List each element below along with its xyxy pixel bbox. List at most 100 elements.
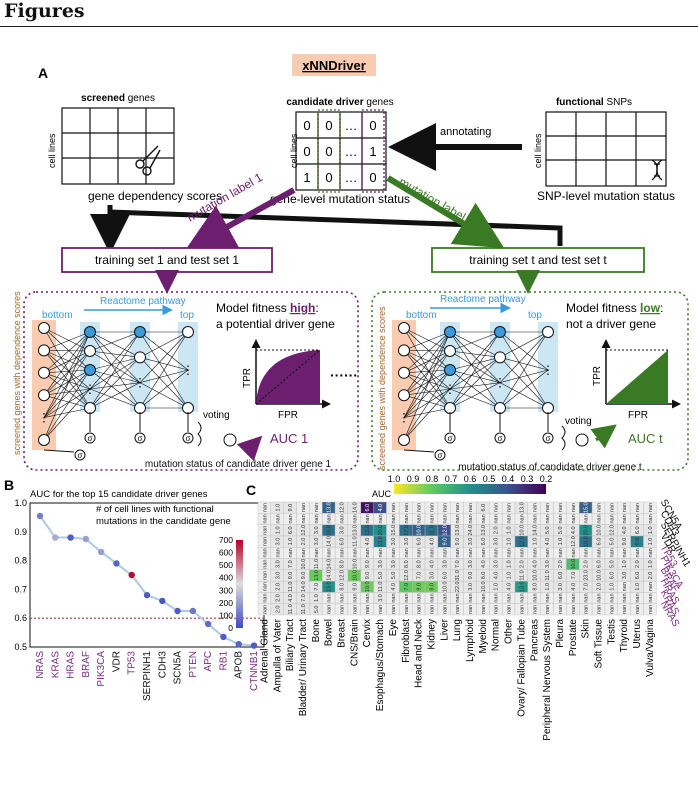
fitness-high-sub: a potential driver gene (216, 317, 335, 331)
panel-a: A xNNDriver screened genes cell lines ge… (12, 54, 689, 473)
heatmap-cell-value: nan (468, 605, 474, 614)
heatmap-cell-value: nan (648, 514, 654, 523)
chart-b-frame (29, 502, 265, 648)
network-edge (89, 382, 141, 390)
tissue-column-label: Fibroblast (401, 619, 412, 663)
colorbar-tick-label: 0 (228, 623, 233, 633)
heatmap-cell-value: nan (494, 503, 500, 512)
heatmap-cell-value: nan (597, 605, 603, 614)
network-edge (89, 369, 141, 409)
panel-a-letter: A (38, 65, 48, 81)
tissue-column-label: Ampulla of Vater (272, 618, 283, 692)
heatmap-cell-value: nan (532, 593, 538, 602)
heatmap-cell-value: 1.0 (648, 560, 654, 568)
model-1-box (23, 291, 359, 471)
heatmap-cell-value: nan (468, 514, 474, 523)
matrix-cell: 0 (303, 144, 310, 159)
heatmap-cell-value: nan (314, 548, 320, 557)
colorbar-tick-label: 700 (219, 535, 233, 545)
network-edge (43, 407, 91, 418)
network-edge (499, 382, 549, 409)
heatmap-cell-value: nan (571, 593, 577, 602)
sigma-node (182, 432, 194, 444)
heatmap-colorbar-tick: 0.6 (464, 474, 477, 484)
tissue-column-label: Normal (491, 619, 502, 651)
heatmap-cell-value: 4.0 (532, 560, 538, 568)
heatmap-cell-value: 1.0 (275, 504, 281, 512)
network-edge (449, 331, 501, 409)
heatmap-cell-value: nan (519, 593, 525, 602)
reactome-label-t: Reactome pathway (440, 294, 526, 305)
heatmap-cell-value: nan (532, 503, 538, 512)
heatmap-cell-value: 3.0 (378, 560, 384, 568)
heatmap-cell-value: 10.0 (571, 559, 577, 570)
network-edge (139, 369, 189, 409)
data-point (67, 534, 74, 541)
heatmap-cell-value: 5.0 (609, 538, 615, 546)
heatmap-cell-value: 14.0 (327, 559, 333, 570)
data-point (143, 591, 151, 599)
heatmap-cell-value: nan (378, 514, 384, 523)
heatmap-cell-value: 4.0 (571, 583, 577, 591)
roc-plot-t: TPR FPR (592, 339, 681, 421)
network-edge (499, 357, 549, 409)
network-edge (449, 357, 501, 371)
heatmap-cell-value: 3.0 (404, 538, 410, 546)
heatmap-cell-value: nan (532, 605, 538, 614)
heatmap-cell-value: nan (584, 514, 590, 523)
heatmap-cell-value: 9.0 (468, 572, 474, 580)
heatmap-cell-value: 1.0 (609, 583, 615, 591)
screened-genes-block: screened genes cell lines gene dependenc… (47, 93, 222, 203)
heatmap-cell-value: nan (455, 514, 461, 523)
input-output-edge (403, 449, 435, 453)
heatmap-cell-value: nan (648, 605, 654, 614)
heatmap-cell-value: 4.0 (622, 526, 628, 534)
pathway-layer-bg (130, 322, 150, 412)
heatmap-cell-value: 10.0 (365, 581, 371, 592)
tissue-column-label: Soft Tissue (594, 619, 605, 669)
network-edge (403, 369, 451, 374)
cell-lines-label-center: cell lines (289, 133, 299, 168)
network-edge (43, 350, 91, 371)
panel-c-letter: C (246, 482, 256, 498)
model-t-box (371, 291, 689, 471)
network-edge (403, 331, 451, 396)
network-edge (139, 369, 189, 383)
sigma-node (444, 432, 456, 444)
heatmap-cell-value: nan (622, 593, 628, 602)
heatmap-cell-value: 1.0 (288, 538, 294, 546)
heatmap-cell-value: nan (442, 548, 448, 557)
network-edge (139, 331, 189, 409)
heatmap-cell-value: nan (622, 582, 628, 591)
heatmap-cell-value: nan (635, 605, 641, 614)
top-label-1: top (180, 310, 194, 321)
heatmap-cell-value: nan (494, 605, 500, 614)
heatmap-cell-value: nan (609, 503, 615, 512)
data-point (113, 560, 120, 567)
heatmap-cell-value: nan (391, 593, 397, 602)
heatmap-cell-value: 7.0 (571, 572, 577, 580)
between-models-dots: ······ (330, 367, 358, 383)
heatmap-cell-value: 7.0 (584, 583, 590, 591)
network-edge (449, 331, 501, 383)
network-edge (403, 331, 451, 418)
heatmap-cell-value: nan (340, 605, 346, 614)
heatmap-cell-value: nan (365, 514, 371, 523)
heatmap-cell-value: nan (275, 548, 281, 557)
heatmap-cell-value: 1.0 (532, 538, 538, 546)
heatmap-cell-value: nan (507, 605, 513, 614)
network-edge (43, 388, 91, 396)
heatmap-cell-value: nan (288, 548, 294, 557)
network-edge (89, 350, 141, 358)
heatmap-cell-value: 13.0 (352, 525, 358, 536)
heatmap-cell-value: 3.0 (468, 583, 474, 591)
heatmap-cell-value: 2.0 (275, 583, 281, 591)
heatmap-cell-value: nan (635, 548, 641, 557)
y-tick-label: 0.5 (14, 642, 27, 652)
heatmap-cell-value: nan (442, 514, 448, 523)
heatmap-cell-value: nan (584, 605, 590, 614)
heatmap-cell-value: 3.0 (468, 538, 474, 546)
voting-output-1 (223, 433, 237, 447)
